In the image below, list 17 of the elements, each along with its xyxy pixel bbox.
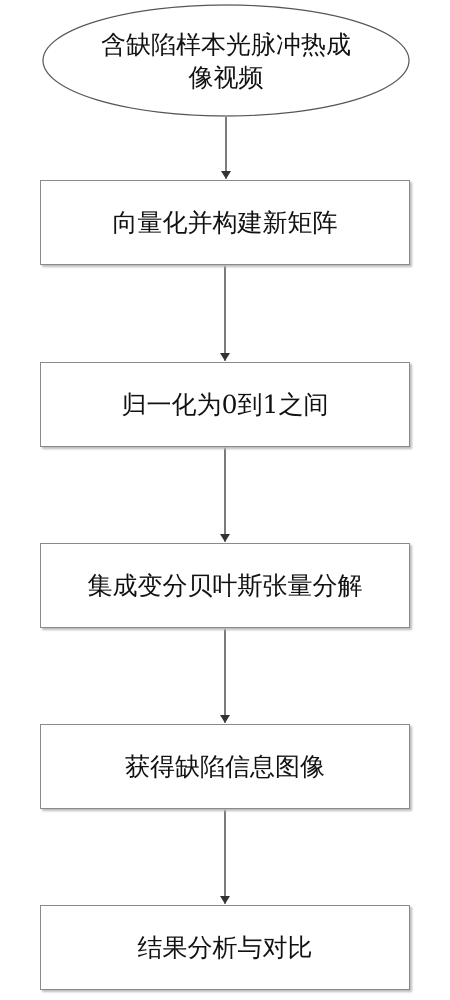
arrow — [220, 265, 230, 361]
arrow — [220, 809, 230, 904]
process-box — [40, 362, 410, 447]
process-box — [40, 180, 410, 265]
start-ellipse — [42, 4, 410, 117]
step-text: 归一化为0到1之间 — [122, 389, 328, 421]
arrow — [220, 447, 230, 542]
process-box — [40, 543, 410, 628]
step-text: 集成变分贝叶斯张量分解 — [88, 570, 362, 602]
step-text: 获得缺陷信息图像 — [125, 751, 325, 783]
arrow — [221, 117, 231, 179]
process-box — [40, 724, 410, 809]
step-text: 向量化并构建新矩阵 — [112, 207, 338, 239]
process-box — [40, 905, 410, 990]
step-text: 结果分析与对比 — [138, 932, 312, 964]
step-text: 含缺陷样本光脉冲热成像视频 — [100, 28, 352, 94]
arrow — [220, 628, 230, 723]
